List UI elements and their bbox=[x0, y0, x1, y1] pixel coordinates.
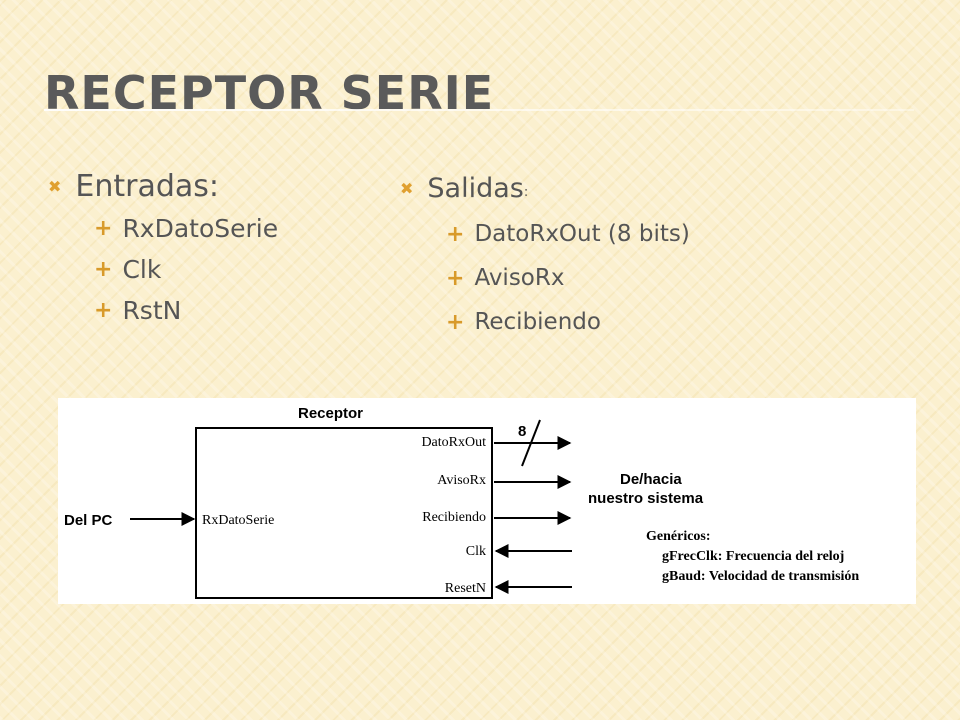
plus-bullet-icon: + bbox=[94, 216, 113, 241]
inputs-heading-row: ✖ Entradas: bbox=[48, 166, 278, 206]
inputs-list: + RxDatoSerie + Clk + RstN bbox=[94, 208, 278, 331]
port-label-datorxout: DatoRxOut bbox=[421, 435, 486, 450]
input-source-label: Del PC bbox=[64, 512, 113, 529]
input-item-label: RstN bbox=[122, 296, 182, 325]
generic-item: gBaud: Velocidad de transmisión bbox=[662, 569, 859, 584]
x-bullet-icon: ✖ bbox=[400, 178, 414, 198]
bus-width-label: 8 bbox=[518, 423, 526, 440]
outputs-section: ✖ Salidas: + DatoRxOut (8 bits) + AvisoRx … bbox=[400, 170, 690, 344]
output-item-label: DatoRxOut (8 bits) bbox=[474, 221, 690, 247]
receptor-block bbox=[195, 427, 493, 599]
output-item-label: AvisoRx bbox=[474, 265, 565, 291]
plus-bullet-icon: + bbox=[94, 257, 113, 282]
list-item: + AvisoRx bbox=[446, 256, 690, 300]
outputs-heading: Salidas bbox=[427, 172, 524, 204]
outputs-list: + DatoRxOut (8 bits) + AvisoRx + Recibiendo bbox=[446, 212, 690, 344]
generic-item: gFrecClk: Frecuencia del reloj bbox=[662, 549, 844, 564]
list-item: + DatoRxOut (8 bits) bbox=[446, 212, 690, 256]
input-item-label: Clk bbox=[122, 255, 162, 284]
input-item-label: RxDatoSerie bbox=[122, 214, 279, 243]
receptor-block-diagram: Receptor Del PC RxDatoSerie DatoRxOut Av… bbox=[58, 398, 916, 604]
outputs-heading-colon: : bbox=[523, 184, 529, 200]
list-item: + Recibiendo bbox=[446, 300, 690, 344]
output-item-label: Recibiendo bbox=[474, 309, 601, 335]
plus-bullet-icon: + bbox=[94, 298, 113, 323]
destination-line1: De/hacia bbox=[620, 471, 682, 488]
list-item: + RxDatoSerie bbox=[94, 208, 278, 249]
port-label-resetn: ResetN bbox=[445, 581, 486, 596]
slide-title: Receptor serie bbox=[44, 66, 495, 120]
list-item: + RstN bbox=[94, 290, 278, 331]
bus-slash bbox=[521, 419, 541, 467]
plus-bullet-icon: + bbox=[446, 221, 465, 247]
port-label-clk: Clk bbox=[466, 544, 486, 559]
plus-bullet-icon: + bbox=[446, 309, 465, 335]
block-label: Receptor bbox=[298, 405, 363, 422]
port-label-recibiendo: Recibiendo bbox=[422, 510, 486, 525]
inputs-heading: Entradas: bbox=[75, 168, 220, 204]
x-bullet-icon: ✖ bbox=[48, 176, 62, 196]
input-port-label: RxDatoSerie bbox=[202, 513, 274, 528]
title-underline bbox=[44, 109, 914, 111]
inputs-section: ✖ Entradas: + RxDatoSerie + Clk + RstN bbox=[48, 166, 278, 331]
plus-bullet-icon: + bbox=[446, 265, 465, 291]
outputs-heading-row: ✖ Salidas: bbox=[400, 170, 690, 206]
destination-line2: nuestro sistema bbox=[588, 490, 704, 507]
generics-heading: Genéricos: bbox=[646, 529, 711, 544]
list-item: + Clk bbox=[94, 249, 278, 290]
diagram-canvas: Receptor Del PC RxDatoSerie DatoRxOut Av… bbox=[64, 405, 859, 599]
port-label-avisorx: AvisoRx bbox=[437, 473, 486, 488]
